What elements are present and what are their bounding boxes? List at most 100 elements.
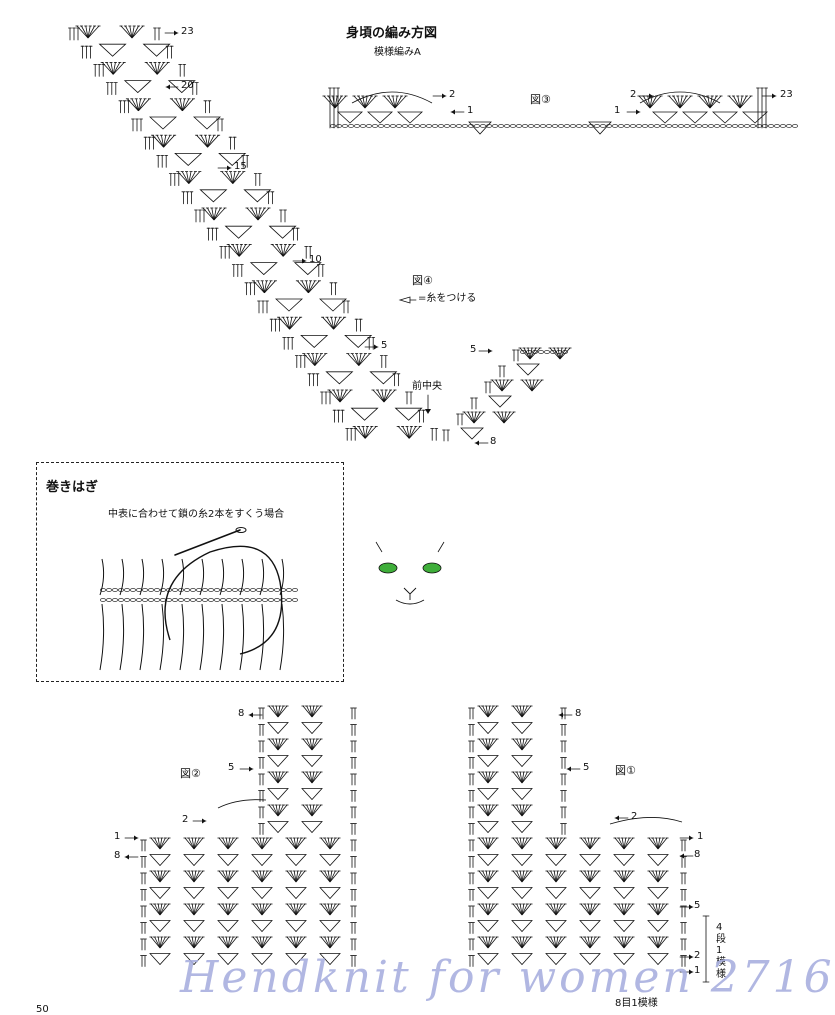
shell-stitch — [511, 870, 533, 883]
crochet-fabric-stitch — [199, 558, 205, 596]
row-label: 8 — [114, 850, 121, 861]
chain-stitch — [238, 588, 244, 592]
chain-v-stitch — [579, 854, 601, 867]
chain-v-stitch — [300, 335, 329, 348]
shell-stitch — [149, 837, 171, 850]
chain-stitch — [390, 124, 396, 128]
arrowhead — [475, 440, 479, 446]
crochet-fabric-stitch — [279, 603, 285, 671]
chain-stitch — [106, 598, 112, 602]
shell-stitch — [511, 771, 533, 784]
shell-stitch — [511, 705, 533, 718]
chain-stitch — [420, 124, 426, 128]
chain-stitch — [244, 598, 250, 602]
chain-stitch — [408, 124, 414, 128]
chain-stitch — [786, 124, 792, 128]
shell-stitch — [613, 936, 635, 949]
arrowhead — [567, 766, 571, 772]
arrowhead — [636, 109, 640, 115]
arrowhead — [174, 30, 178, 36]
chain-stitch — [262, 588, 268, 592]
arrowhead — [559, 712, 563, 718]
chain-stitch — [100, 598, 106, 602]
chain-stitch — [184, 598, 190, 602]
shell-stitch — [613, 837, 635, 850]
chain-stitch — [172, 598, 178, 602]
shell-stitch — [477, 738, 499, 751]
crochet-chart-artwork — [68, 25, 798, 983]
chain-v-stitch — [251, 920, 273, 933]
shell-stitch — [149, 903, 171, 916]
chain-stitch — [154, 588, 160, 592]
chain-stitch — [280, 598, 286, 602]
needle-eye — [235, 527, 247, 533]
shell-stitch — [647, 837, 669, 850]
chain-v-stitch — [613, 854, 635, 867]
shell-stitch — [477, 771, 499, 784]
chain-v-stitch — [142, 43, 171, 57]
chain-v-stitch — [293, 262, 322, 276]
shell-stitch — [579, 936, 601, 949]
chain-v-stitch — [217, 920, 239, 933]
chain-stitch — [474, 124, 480, 128]
chain-v-stitch — [98, 43, 127, 57]
chain-stitch — [550, 350, 556, 354]
arrowhead — [689, 835, 693, 841]
chain-stitch — [732, 124, 738, 128]
shell-stitch — [267, 771, 289, 784]
chain-stitch — [160, 588, 166, 592]
chain-stitch — [256, 588, 262, 592]
chain-arc — [609, 817, 683, 825]
shell-stitch — [477, 804, 499, 817]
shell-stitch — [251, 837, 273, 850]
shell-stitch — [647, 936, 669, 949]
shell-stitch — [295, 280, 321, 294]
shell-stitch — [245, 207, 271, 221]
chain-v-stitch — [148, 116, 178, 130]
shell-stitch — [183, 870, 205, 883]
shell-stitch — [667, 95, 693, 109]
chain-stitch — [462, 124, 468, 128]
chain-v-stitch — [488, 395, 512, 408]
crochet-fabric-stitch — [259, 558, 265, 596]
chain-stitch — [330, 124, 336, 128]
chain-arc — [217, 799, 267, 809]
chain-v-stitch — [711, 111, 739, 124]
chain-stitch — [510, 124, 516, 128]
chain-stitch — [714, 124, 720, 128]
chain-v-stitch — [516, 363, 540, 376]
chain-stitch — [178, 588, 184, 592]
shell-stitch — [267, 804, 289, 817]
shell-stitch — [492, 411, 516, 424]
arrowhead — [615, 815, 619, 821]
chain-v-stitch — [149, 953, 171, 966]
chain-v-stitch — [183, 920, 205, 933]
shell-stitch — [195, 134, 221, 148]
arrowhead — [249, 712, 253, 718]
watermark: Hendknit for women 2716 — [180, 952, 835, 1003]
chain-stitch — [522, 124, 528, 128]
chain-stitch — [540, 124, 546, 128]
chain-stitch — [268, 588, 274, 592]
chain-stitch — [118, 598, 124, 602]
chain-stitch — [564, 124, 570, 128]
chain-stitch — [624, 124, 630, 128]
shell-stitch — [285, 936, 307, 949]
chain-stitch — [520, 350, 526, 354]
crochet-fabric-stitch — [199, 603, 205, 671]
shell-stitch — [201, 207, 227, 221]
chain-v-stitch — [647, 854, 669, 867]
chain-stitch — [552, 124, 558, 128]
chain-stitch — [142, 588, 148, 592]
chain-v-stitch — [511, 755, 533, 768]
row-label: 1 — [114, 831, 121, 842]
row-label: 8 — [694, 849, 701, 860]
shell-stitch — [321, 316, 347, 330]
yarn-path — [164, 545, 283, 655]
shell-stitch — [285, 903, 307, 916]
chain-v-stitch — [149, 887, 171, 900]
chain-v-stitch — [267, 821, 289, 834]
shell-stitch — [319, 837, 341, 850]
chain-stitch — [450, 124, 456, 128]
shell-stitch — [511, 903, 533, 916]
